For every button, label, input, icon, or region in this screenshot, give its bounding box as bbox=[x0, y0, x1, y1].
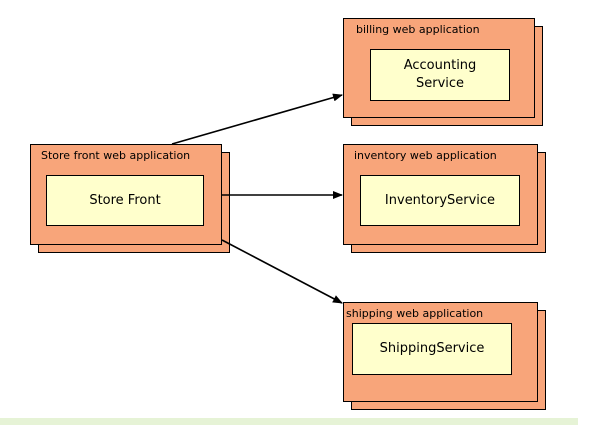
inventory-service-label: InventoryService bbox=[384, 192, 496, 208]
billing-app-box: billing web application Accounting Servi… bbox=[343, 18, 535, 118]
shipping-app-box: shipping web application ShippingService bbox=[343, 302, 538, 402]
shipping-app-title: shipping web application bbox=[346, 307, 484, 320]
bottom-strip bbox=[0, 418, 578, 425]
inventory-app-box: inventory web application InventoryServi… bbox=[343, 144, 538, 245]
shipping-service-label: ShippingService bbox=[379, 341, 485, 357]
store-front-label: Store Front bbox=[89, 192, 161, 208]
shipping-service-box: ShippingService bbox=[352, 323, 512, 375]
arrow-store-to-billing bbox=[171, 93, 343, 145]
accounting-service-label: Accounting Service bbox=[403, 58, 477, 91]
store-app-title: Store front web application bbox=[41, 149, 191, 162]
billing-app-title: billing web application bbox=[356, 23, 480, 36]
store-front-box: Store Front bbox=[46, 175, 204, 226]
arrow-store-to-shipping bbox=[221, 239, 343, 304]
inventory-service-box: InventoryService bbox=[360, 175, 520, 226]
inventory-app-title: inventory web application bbox=[354, 149, 497, 162]
accounting-service-box: Accounting Service bbox=[370, 49, 510, 101]
store-app-box: Store front web application Store Front bbox=[30, 144, 222, 245]
